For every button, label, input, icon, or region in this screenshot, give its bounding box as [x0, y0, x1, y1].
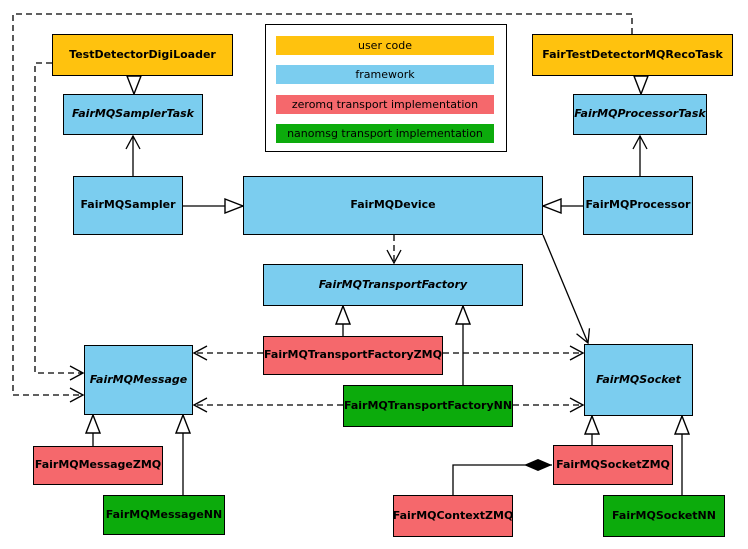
legend-item-framework: framework — [276, 65, 494, 84]
node-fairmqprocessor: FairMQProcessor — [583, 176, 693, 235]
legend: user code framework zeromq transport imp… — [265, 24, 507, 152]
node-fairmqtransportfactoryzmq: FairMQTransportFactoryZMQ — [263, 336, 443, 375]
node-fairmqsamplertask: FairMQSamplerTask — [63, 94, 203, 135]
edge-comp-contextzmq-socketzmq — [452, 459, 552, 495]
node-fairmqdevice: FairMQDevice — [243, 176, 543, 235]
node-fairmqtransportfactorynn: FairMQTransportFactoryNN — [343, 385, 513, 427]
node-fairmqprocessortask: FairMQProcessorTask — [573, 94, 707, 135]
node-fairmqsocketnn: FairMQSocketNN — [603, 495, 725, 537]
node-fairmqmessage: FairMQMessage — [84, 345, 193, 415]
node-fairmqmessagezmq: FairMQMessageZMQ — [33, 446, 163, 485]
legend-item-nanomsg: nanomsg transport implementation — [276, 124, 494, 143]
node-fairmqtransportfactory: FairMQTransportFactory — [263, 264, 523, 306]
node-fairmqmessagenn: FairMQMessageNN — [103, 495, 225, 535]
node-fairtestdetectormqrecotask: FairTestDetectorMQRecoTask — [532, 34, 733, 76]
node-testdetectordigiloader: TestDetectorDigiLoader — [52, 34, 233, 76]
legend-item-user-code: user code — [276, 36, 494, 55]
legend-item-zeromq: zeromq transport implementation — [276, 95, 494, 114]
node-fairmqcontextzmq: FairMQContextZMQ — [393, 495, 513, 537]
node-fairmqsocket: FairMQSocket — [584, 344, 693, 416]
edge-assoc-device-socket — [542, 234, 588, 343]
node-fairmqsocketzmq: FairMQSocketZMQ — [553, 445, 673, 485]
node-fairmqsampler: FairMQSampler — [73, 176, 183, 235]
